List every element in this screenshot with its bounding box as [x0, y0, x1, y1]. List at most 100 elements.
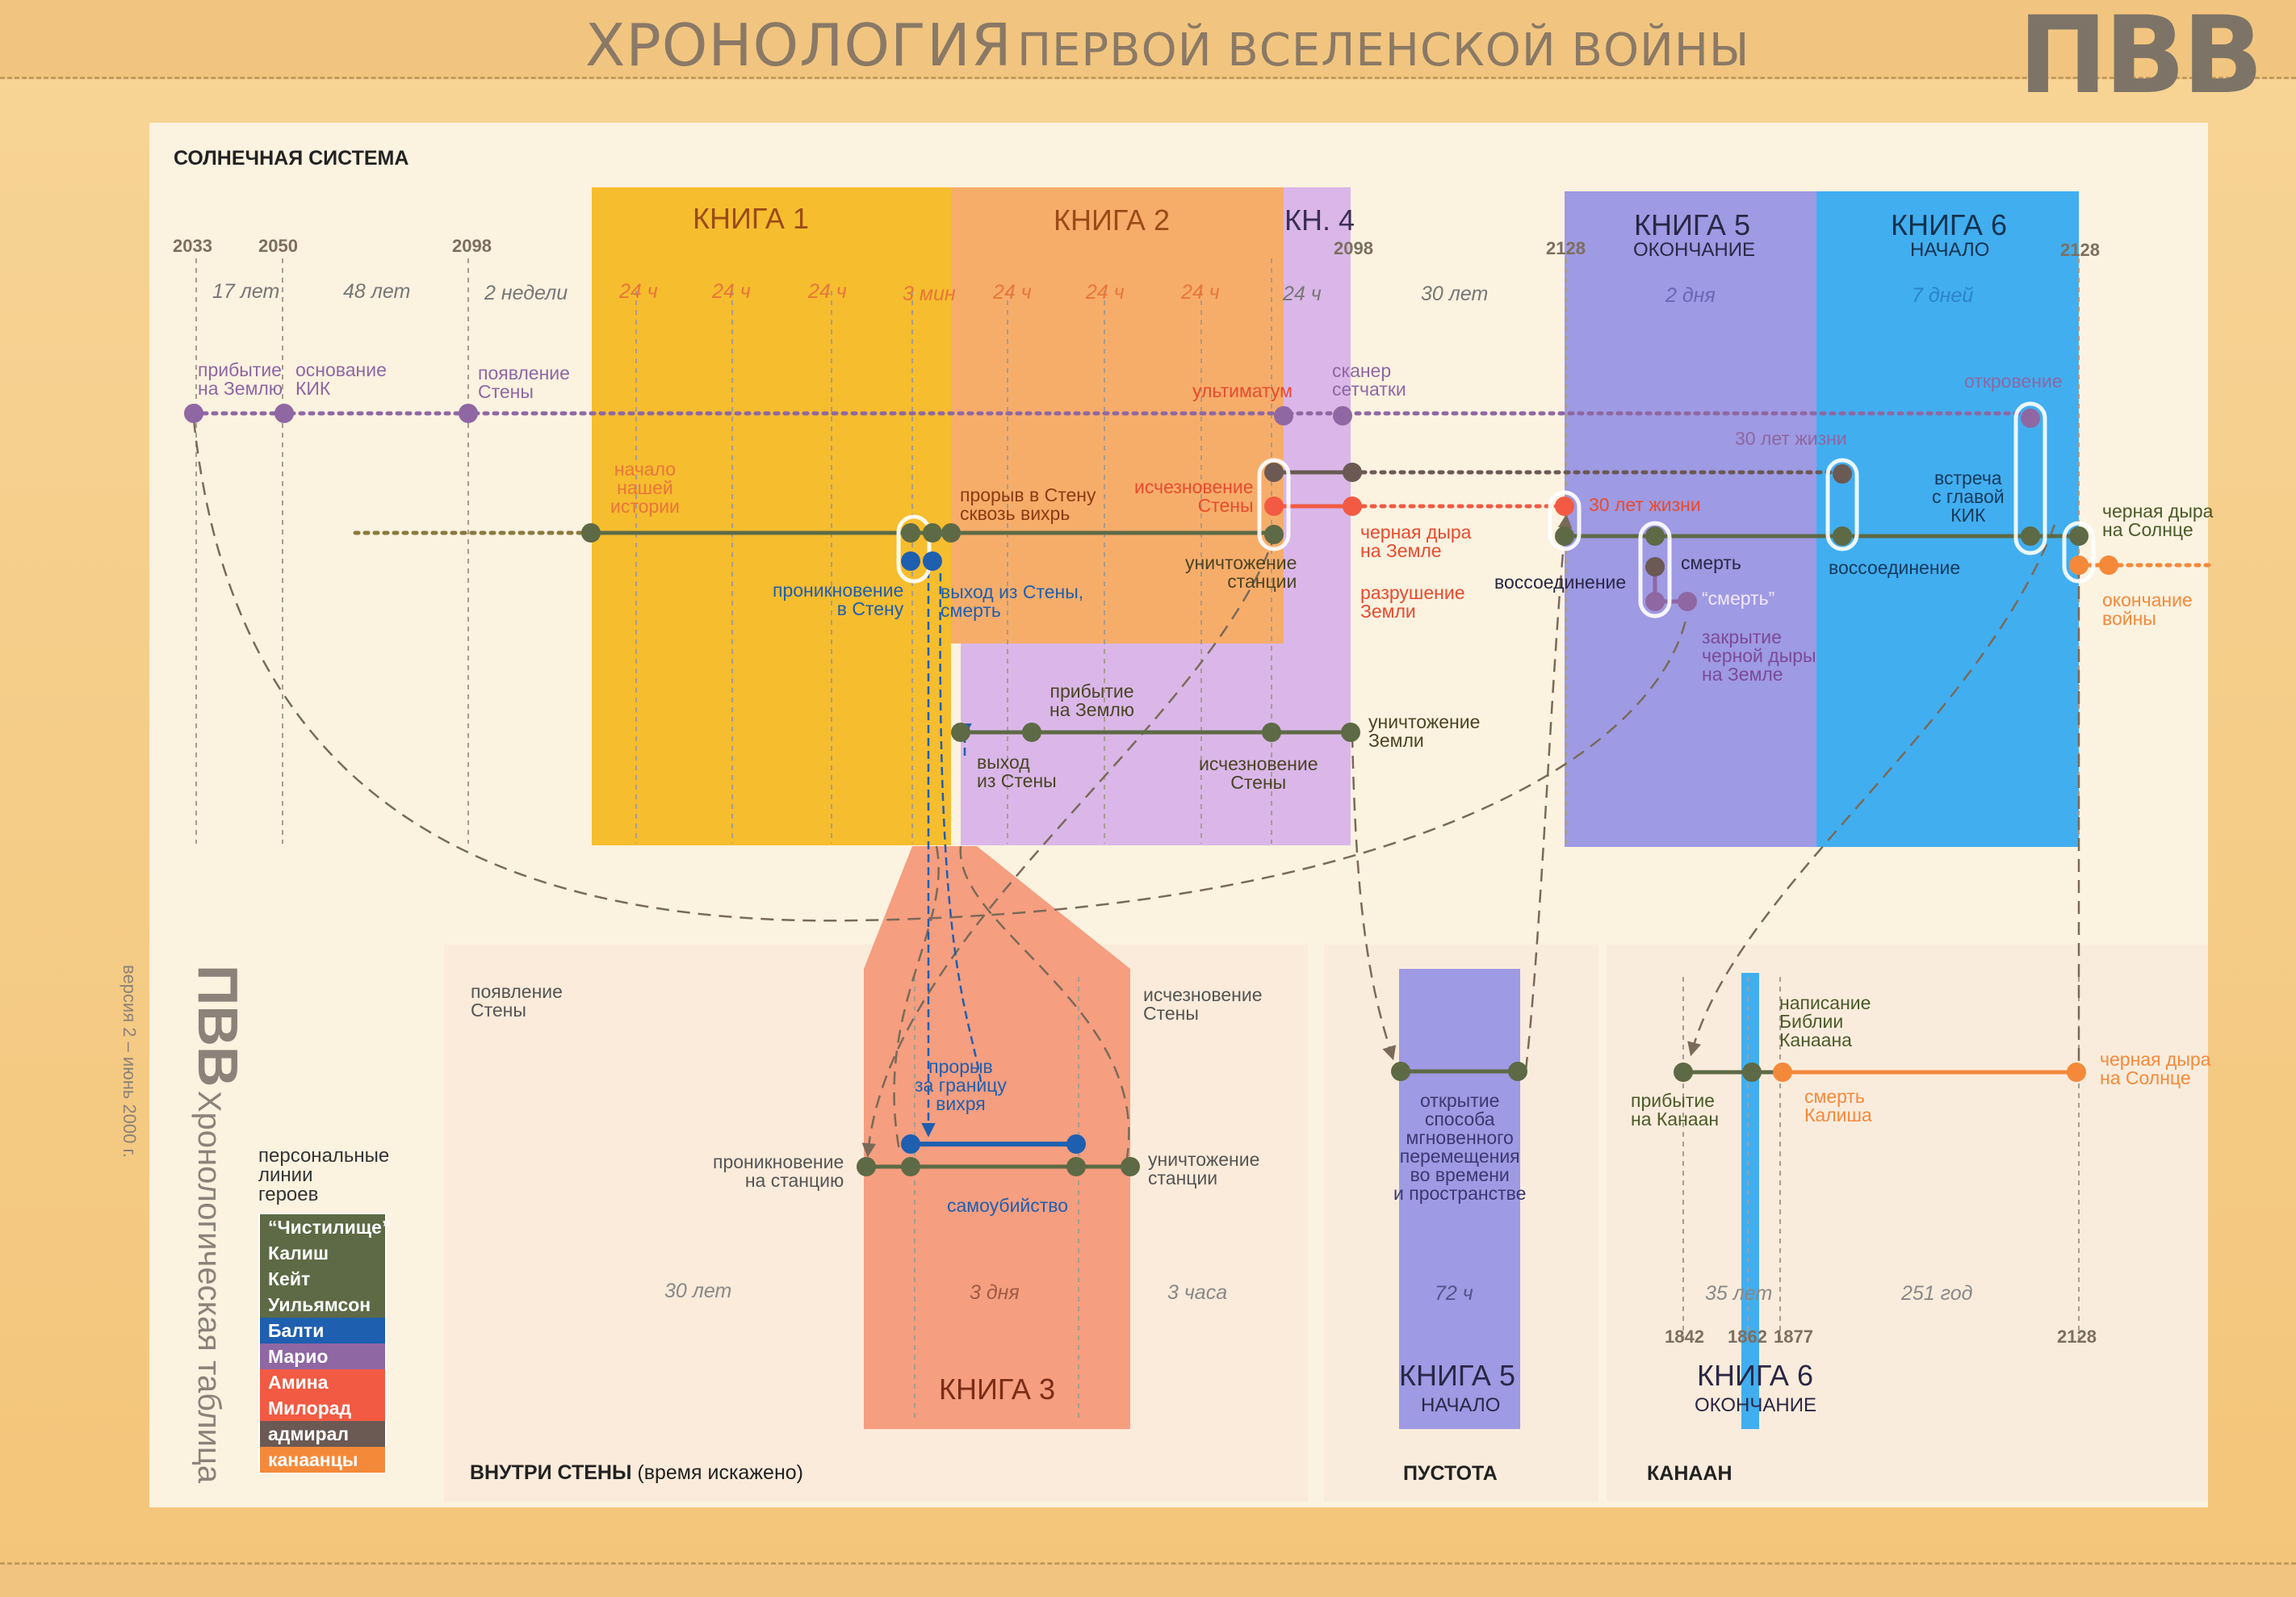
title-sub: ПЕРВОЙ ВСЕЛЕНСКОЙ ВОЙНЫ	[1016, 24, 1750, 77]
node-void-1	[1391, 1062, 1410, 1081]
book3-label: КНИГА 3	[939, 1373, 1055, 1406]
node-wall-dest	[1121, 1157, 1140, 1176]
header-bar	[0, 0, 2296, 79]
node-scanner	[1333, 406, 1352, 425]
node-arr2	[1022, 723, 1041, 742]
node-vanish2	[1262, 723, 1281, 742]
node-void-2	[1508, 1062, 1527, 1081]
node-breach-blue-2	[1066, 1134, 1086, 1154]
duration-wall-3h: 3 часа	[1167, 1281, 1228, 1304]
duration-wall-3d: 3 дня	[970, 1281, 1020, 1304]
event-ultimatum: ультиматум	[1192, 380, 1293, 401]
legend-item: Калиш	[260, 1240, 385, 1266]
book6-canaan-strip	[1741, 973, 1759, 1429]
node-exit2	[951, 723, 970, 742]
event-reunion-1: воссоединение	[1494, 572, 1627, 593]
event-arrival: прибытие на Землю	[198, 359, 283, 399]
legend-item: адмирал	[260, 1421, 385, 1447]
node-end-1	[2069, 555, 2089, 575]
node-meet	[2021, 526, 2040, 546]
legend-item: Уильямсон	[260, 1292, 385, 1318]
duration-24h-3: 24 ч	[808, 280, 847, 303]
wall-event-appear: появление Стены	[471, 981, 563, 1021]
book6-block	[1816, 191, 2079, 847]
year-1842: 1842	[1665, 1327, 1704, 1347]
event-death-quoted: “смерть”	[1702, 588, 1775, 609]
book5-label: КНИГА 5	[1634, 208, 1750, 241]
node-reunion2	[1833, 526, 1852, 546]
book6-canaan-sub: ОКОНЧАНИЕ	[1695, 1394, 1816, 1416]
node-kik	[274, 404, 294, 423]
node-admiral-1	[1264, 463, 1284, 482]
duration-3min: 3 мин	[903, 283, 956, 305]
event-wall-penetration: проникновение в Стену	[773, 580, 904, 619]
node-penetr-2	[923, 523, 942, 543]
book4-block	[1284, 187, 1351, 845]
duration-void-72h: 72 ч	[1435, 1282, 1473, 1305]
section-solar-system: СОЛНЕЧНАЯ СИСТЕМА	[174, 147, 409, 170]
book6-label: КНИГА 6	[1891, 208, 2007, 241]
node-sunhole	[2069, 526, 2089, 546]
node-canaan-sun	[2067, 1063, 2086, 1082]
event-wall-exit-death: выход из Стены, смерть	[941, 581, 1084, 621]
duration-wall-30y: 30 лет	[664, 1280, 732, 1302]
legend-item: канаанцы	[260, 1447, 385, 1473]
event-nodes	[184, 404, 2118, 1176]
node-story	[581, 523, 601, 543]
duration-24h-1: 24 ч	[619, 280, 658, 303]
node-balti-1	[901, 551, 920, 571]
section-inside-wall-note: (время искажено)	[637, 1461, 803, 1484]
year-2098-b: 2098	[1334, 238, 1373, 258]
event-breach: прорыв в Стену сквозь вихрь	[960, 484, 1096, 524]
legend-item: Милорад	[260, 1395, 385, 1421]
node-admiral-2	[1343, 463, 1362, 482]
node-destroy2	[1341, 723, 1360, 742]
void-event-discovery: открытие способа мгновенного перемещения…	[1393, 1090, 1527, 1204]
page-title: ХРОНОЛОГИЯ ПЕРВОЙ ВСЕЛЕНСКОЙ ВОЙНЫ	[585, 11, 1749, 79]
node-penetr-1	[901, 523, 920, 543]
year-2128-c: 2128	[2057, 1327, 2097, 1347]
book6-sub: НАЧАЛО	[1910, 239, 1990, 261]
node-wall	[459, 404, 478, 423]
event-sun-black-hole: черная дыра на Солнце	[2102, 501, 2214, 540]
year-1862: 1862	[1728, 1327, 1767, 1347]
canaan-event-arrival: прибытие на Канаан	[1631, 1090, 1720, 1130]
section-canaan: КАНААН	[1647, 1462, 1732, 1485]
node-death-2	[1645, 557, 1665, 576]
event-story-start: начало нашей истории	[610, 459, 680, 517]
canaan-event-sun-hole: черная дыра на Солнце	[2100, 1049, 2211, 1088]
book2-label: КНИГА 2	[1054, 203, 1170, 237]
wall-event-penetration: проникновение на станцию	[713, 1151, 844, 1191]
book5-void-label: КНИГА 5	[1399, 1359, 1515, 1392]
event-station-destroy: уничтожение станции	[1185, 552, 1297, 592]
duration-24h-2: 24 ч	[712, 280, 751, 303]
canaan-event-bible: написание Библии Канаана	[1779, 992, 1871, 1050]
highlight-capsules	[896, 401, 2096, 618]
wall-event-destroy: уничтожение станции	[1148, 1149, 1260, 1188]
node-wall-suicide	[1066, 1157, 1086, 1176]
book5-sub: ОКОНЧАНИЕ	[1633, 239, 1755, 261]
section-inside-wall: ВНУТРИ СТЕНЫ (время искажено)	[470, 1461, 803, 1485]
node-death-q2	[1678, 592, 1697, 611]
event-scanner: сканер сетчатки	[1332, 360, 1406, 400]
node-balti-2	[923, 551, 942, 571]
logo: ПВВ	[2018, 0, 2264, 118]
section-void: ПУСТОТА	[1403, 1462, 1498, 1485]
event-wall-appear: появление Стены	[478, 363, 570, 402]
legend-item: Кейт	[260, 1266, 385, 1292]
event-earth-arrival-2: прибытие на Землю	[1050, 681, 1135, 720]
duration-24h-6: 24 ч	[1181, 281, 1220, 304]
legend: персональные линии героев “Чистилище” Ка…	[258, 1146, 391, 1474]
legend-rows: “Чистилище” Калиш Кейт Уильямсон Балти М…	[258, 1213, 391, 1474]
duration-24h-5: 24 ч	[1086, 281, 1125, 304]
event-war-end: окончание войны	[2102, 589, 2193, 629]
node-canaan-arr	[1674, 1063, 1693, 1082]
event-black-hole-earth: черная дыра на Земле	[1360, 522, 1472, 561]
node-death	[1645, 526, 1665, 546]
event-close-black-hole: закрытие черной дыры на Земле	[1702, 627, 1816, 685]
node-canaan-death	[1773, 1063, 1792, 1082]
event-kik-meeting: встреча с главой КИК	[1932, 467, 2005, 526]
duration-24h-7: 24 ч	[1283, 283, 1322, 305]
side-caption: ПВВ Хронологическая таблица	[186, 965, 250, 1483]
